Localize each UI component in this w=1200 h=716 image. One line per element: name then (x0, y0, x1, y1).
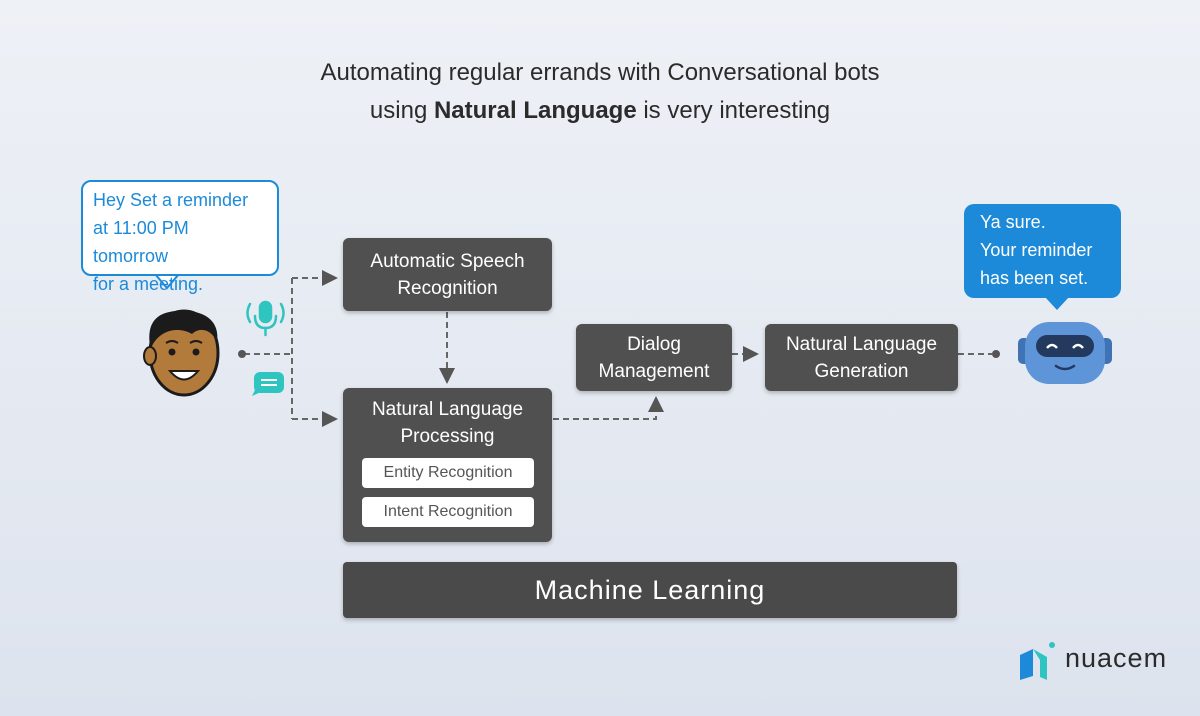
nuacem-logo-icon (1020, 642, 1055, 680)
title-line-1: Automating regular errands with Conversa… (320, 59, 880, 86)
nlg-node: Natural Language Generation (765, 324, 958, 391)
user-speech-bubble: Hey Set a reminder at 11:00 PM tomorrow … (81, 180, 279, 294)
user-avatar (143, 309, 220, 397)
connector-nlp-dialog (553, 396, 664, 420)
dialog-management-node: Dialog Management (576, 324, 732, 391)
intent-recognition-chip: Intent Recognition (362, 497, 534, 527)
asr-node: Automatic Speech Recognition (343, 238, 552, 311)
nlg-label: Natural Language Generation (785, 333, 938, 382)
title-highlight: Natural Language (433, 97, 637, 124)
asr-label: Automatic Speech Recognition (370, 250, 525, 299)
nlp-label: Natural Language Processing (371, 399, 524, 447)
robot-icon (1018, 322, 1112, 384)
chat-icon (252, 372, 284, 396)
bot-speech-bubble: Ya sure. Your reminder has been set. (964, 204, 1121, 298)
title-line-2: using Natural Language is very interesti… (369, 97, 831, 124)
logo-text: nuacem (1065, 643, 1168, 673)
microphone-icon (246, 300, 285, 337)
dialog-label: Dialog Management (598, 333, 710, 382)
entity-recognition-chip: Entity Recognition (362, 458, 534, 488)
machine-learning-bar: Machine Learning (343, 562, 957, 618)
